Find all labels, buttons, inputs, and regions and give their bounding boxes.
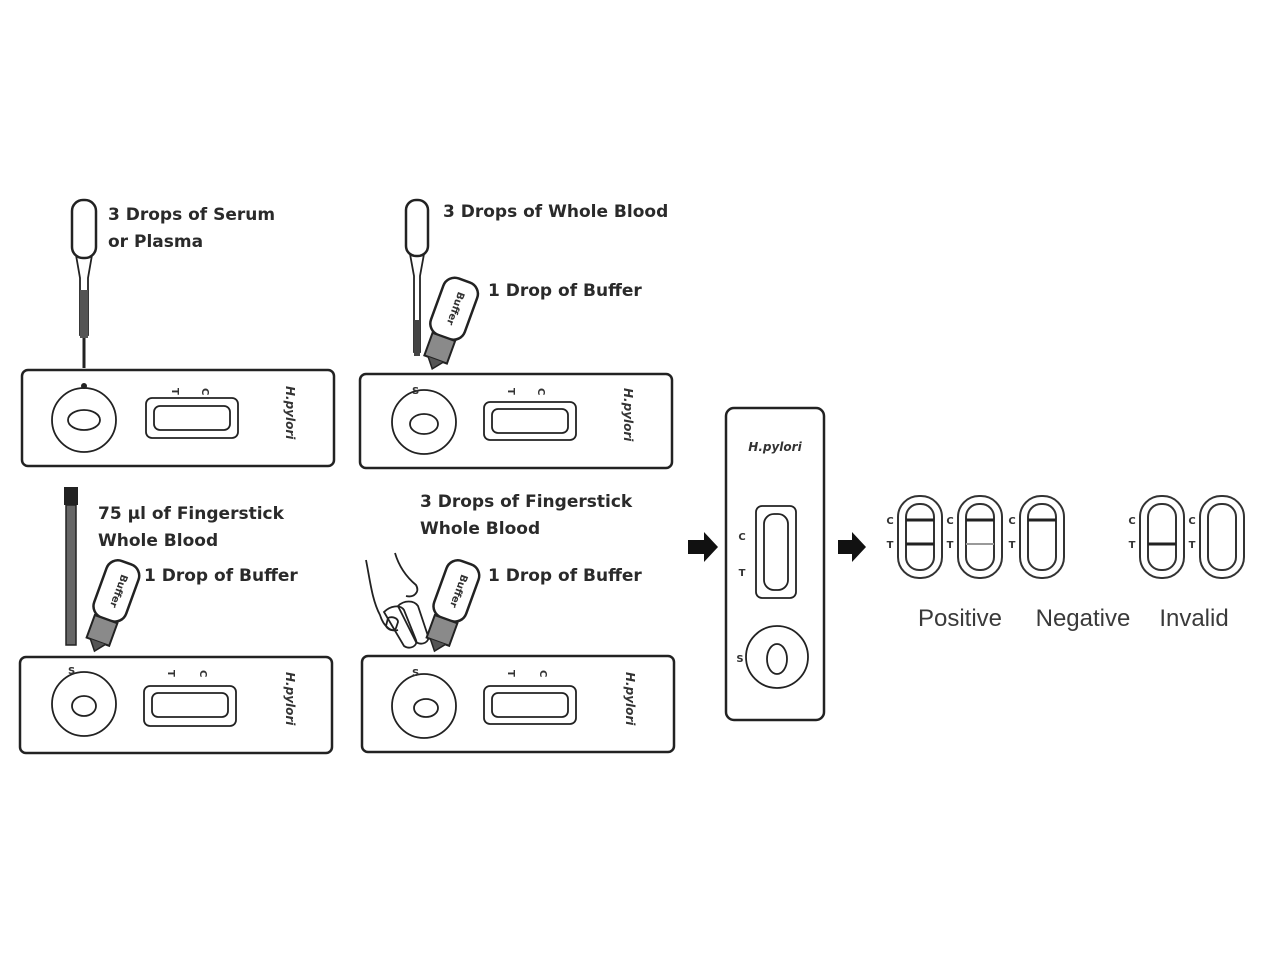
- result-window: [755, 505, 797, 599]
- c-marker: C: [946, 516, 953, 527]
- dropper-icon: [404, 198, 430, 356]
- brand-label: H.pylori: [283, 386, 297, 440]
- brand-label: H.pylori: [621, 388, 635, 442]
- c-marker: C: [199, 388, 210, 395]
- c-marker: C: [537, 670, 548, 677]
- buffer-bottle-label: Buffer: [444, 290, 466, 326]
- buffer-instruction: 1 Drop of Buffer: [488, 566, 642, 586]
- buffer-bottle-icon: Buffer: [423, 276, 480, 370]
- c-marker: C: [1188, 516, 1195, 527]
- c-marker: C: [197, 670, 208, 677]
- dropper-icon: [70, 198, 98, 368]
- step-label-line2: Whole Blood: [98, 531, 218, 551]
- t-marker: T: [505, 670, 516, 677]
- capillary-tube-icon: [64, 487, 78, 646]
- result-strip: CT: [1188, 495, 1245, 579]
- result-strip: CT: [946, 495, 1003, 579]
- step-serum-plasma: 3 Drops of Serum or Plasma T C H.pylori: [20, 198, 336, 468]
- step-fingerstick-drops: Buffer 3 Drops of Fingerstick Whole Bloo…: [360, 492, 676, 754]
- t-marker: T: [739, 568, 746, 579]
- t-marker: T: [165, 670, 176, 677]
- result-strip: CT: [886, 495, 943, 579]
- buffer-instruction: 1 Drop of Buffer: [488, 281, 642, 301]
- s-marker: S: [68, 666, 75, 677]
- buffer-bottle-icon: Buffer: [425, 559, 481, 653]
- step-whole-blood: Buffer 3 Drops of Whole Blood 1 Drop of …: [358, 198, 674, 470]
- test-cassette: S T C H.pylori: [360, 654, 676, 754]
- t-marker: T: [887, 540, 894, 551]
- brand-label: H.pylori: [623, 672, 637, 726]
- buffer-bottle-label: Buffer: [107, 573, 129, 609]
- c-marker: C: [1128, 516, 1135, 527]
- reading-cassette: H.pylori C T S: [724, 406, 826, 722]
- step-label-line2: Whole Blood: [420, 519, 540, 539]
- brand-label: H.pylori: [283, 672, 297, 726]
- result-label: Positive: [918, 605, 1002, 632]
- t-marker: T: [947, 540, 954, 551]
- c-marker: C: [886, 516, 893, 527]
- t-marker: T: [169, 388, 180, 395]
- brand-label: H.pylori: [748, 440, 802, 454]
- arrow-right-icon: [688, 532, 718, 562]
- s-marker: S: [412, 386, 419, 397]
- result-strip: CT: [1008, 495, 1065, 579]
- c-marker: C: [1008, 516, 1015, 527]
- t-marker: T: [1009, 540, 1016, 551]
- t-marker: T: [1189, 540, 1196, 551]
- test-cassette: T C H.pylori: [20, 368, 336, 468]
- buffer-bottle-label: Buffer: [447, 573, 469, 609]
- t-marker: T: [505, 388, 516, 395]
- s-marker: S: [412, 668, 419, 679]
- result-label: Negative: [1036, 605, 1131, 632]
- t-marker: T: [1129, 540, 1136, 551]
- c-marker: C: [535, 388, 546, 395]
- result-window: [483, 685, 577, 725]
- sample-well: [391, 673, 457, 739]
- step-label-line1: 75 µl of Fingerstick: [98, 504, 285, 524]
- step-fingerstick-capillary: Buffer 75 µl of Fingerstick Whole Blood …: [18, 487, 334, 755]
- result-window: [145, 397, 239, 439]
- step-label-line1: 3 Drops of Fingerstick: [420, 492, 633, 512]
- step-label-line2: or Plasma: [108, 232, 203, 252]
- buffer-bottle-icon: Buffer: [85, 559, 141, 653]
- sample-well: [51, 387, 117, 453]
- result-strip: CT: [1128, 495, 1185, 579]
- arrow-right-icon: [838, 532, 866, 562]
- result-window: [143, 685, 237, 727]
- test-cassette: S T C H.pylori: [18, 655, 334, 755]
- step-label-line1: 3 Drops of Serum: [108, 205, 275, 225]
- buffer-instruction: 1 Drop of Buffer: [144, 566, 298, 586]
- test-cassette: S T C H.pylori: [358, 372, 674, 470]
- result-label: Invalid: [1159, 605, 1228, 632]
- c-marker: C: [738, 532, 745, 543]
- sample-well: [745, 625, 809, 689]
- s-marker: S: [736, 654, 743, 665]
- result-window: [483, 401, 577, 441]
- hand-finger-icon: [365, 552, 430, 649]
- step-label-line1: 3 Drops of Whole Blood: [443, 202, 668, 222]
- sample-well: [51, 671, 117, 737]
- sample-well: [391, 389, 457, 455]
